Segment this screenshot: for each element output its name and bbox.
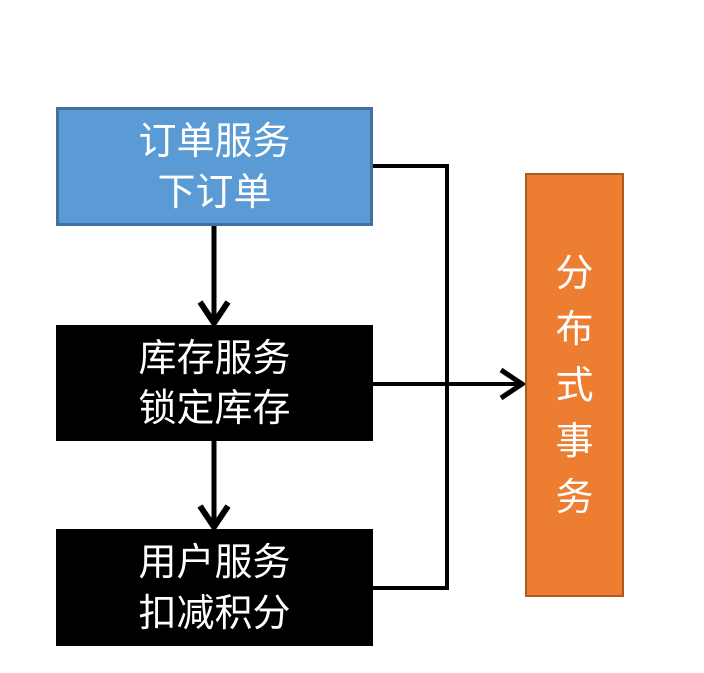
node-distributed-transaction: 分布式事务 — [525, 173, 624, 597]
node-inventory-service-line2: 锁定库存 — [138, 386, 291, 430]
arrow-inventory-to-user — [197, 441, 231, 533]
node-user-service-line1: 用户服务 — [138, 540, 291, 585]
arrow-order-to-inventory — [197, 226, 231, 329]
arrow-junction-to-transaction — [373, 367, 527, 401]
node-user-service: 用户服务 扣减积分 — [56, 529, 373, 646]
node-inventory-service-line1: 库存服务 — [138, 335, 291, 380]
node-inventory-service: 库存服务 锁定库存 — [56, 325, 373, 441]
node-distributed-transaction-label: 分布式事务 — [555, 251, 594, 519]
node-order-service-line1: 订单服务 — [138, 119, 291, 164]
node-order-service-line2: 下订单 — [157, 169, 272, 214]
node-order-service: 订单服务 下订单 — [56, 107, 373, 226]
node-user-service-line2: 扣减积分 — [138, 590, 291, 635]
